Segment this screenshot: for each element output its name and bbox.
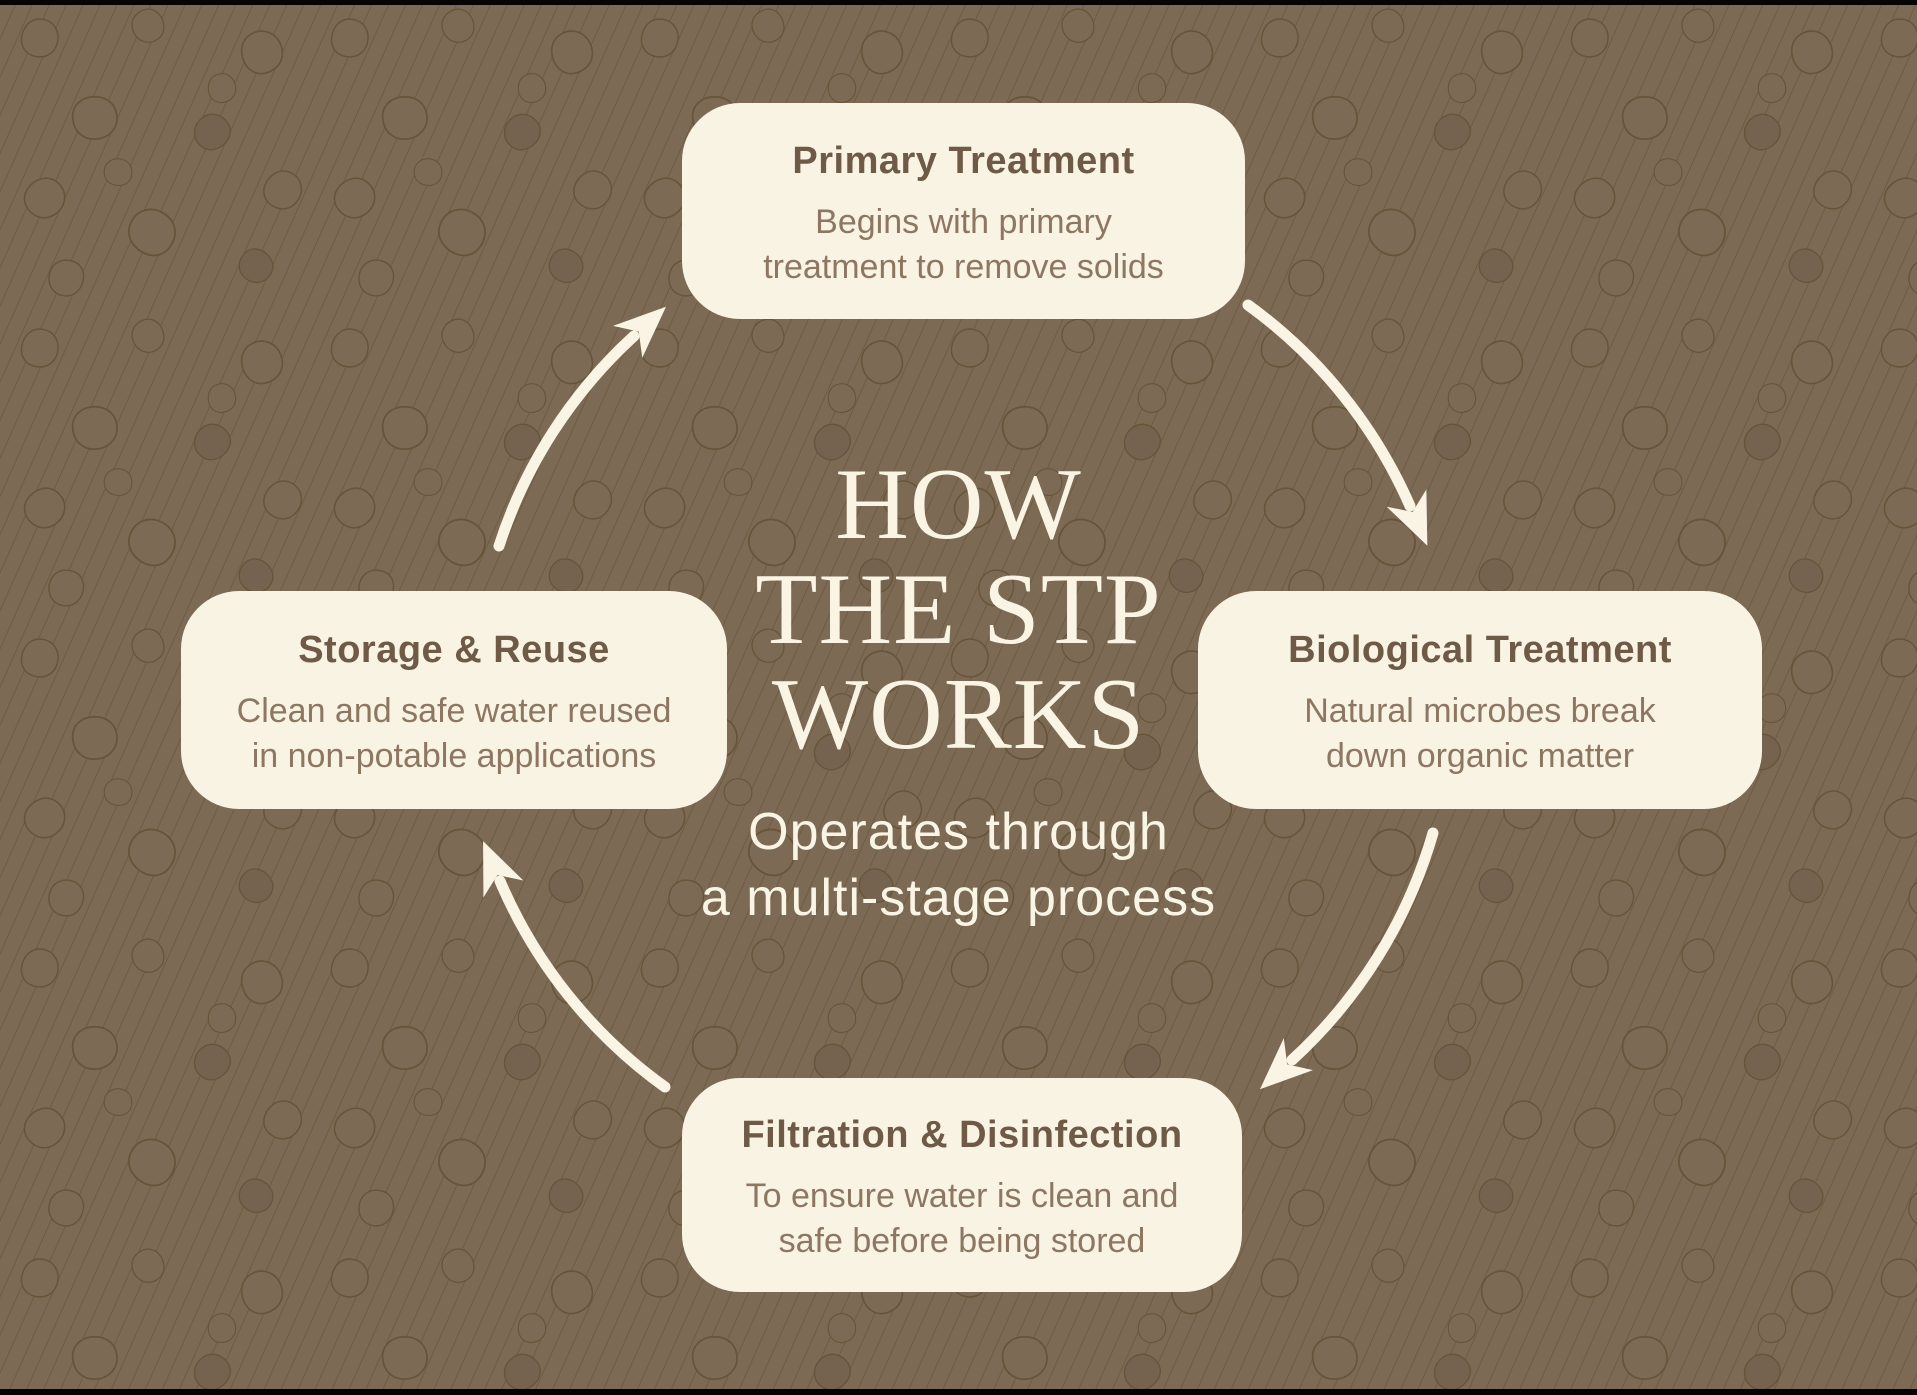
stage-card-biological-treatment: Biological Treatment Natural microbes br… xyxy=(1198,591,1762,809)
stage-description: Natural microbes break down organic matt… xyxy=(1304,689,1655,779)
stage-description-line: Natural microbes break xyxy=(1304,692,1656,731)
stage-title: Filtration & Disinfection xyxy=(741,1114,1183,1157)
main-title-line: WORKS xyxy=(771,658,1146,772)
stage-card-storage-reuse: Storage & Reuse Clean and safe water reu… xyxy=(181,591,727,809)
stage-description-line: Begins with primary xyxy=(815,203,1112,242)
main-subtitle: Operates through a multi-stage process xyxy=(0,800,1917,931)
bottom-letterbox-bar xyxy=(0,1389,1917,1395)
stage-title: Primary Treatment xyxy=(792,140,1135,183)
stage-description-line: safe before being stored xyxy=(778,1222,1146,1260)
main-title-line: THE STP xyxy=(755,553,1162,667)
stage-description-line: To ensure water is clean and xyxy=(745,1177,1179,1216)
stage-card-filtration-disinfection: Filtration & Disinfection To ensure wate… xyxy=(682,1078,1242,1292)
stage-description: Clean and safe water reused in non-potab… xyxy=(237,689,672,779)
stage-description-line: down organic matter xyxy=(1325,737,1635,775)
main-title-line: HOW xyxy=(835,448,1082,561)
top-letterbox-bar xyxy=(0,0,1917,5)
stage-description: To ensure water is clean and safe before… xyxy=(746,1174,1179,1264)
stage-title: Biological Treatment xyxy=(1288,629,1672,672)
main-title: HOW THE STP WORKS xyxy=(0,452,1917,767)
stage-description-line: in non-potable applications xyxy=(251,737,657,775)
stage-card-primary-treatment: Primary Treatment Begins with primary tr… xyxy=(682,103,1245,319)
main-subtitle-line: Operates through xyxy=(748,803,1169,861)
stage-description-line: Clean and safe water reused xyxy=(236,692,672,731)
stage-description: Begins with primary treatment to remove … xyxy=(763,200,1164,290)
stage-description-line: treatment to remove solids xyxy=(763,248,1164,286)
main-subtitle-line: a multi-stage process xyxy=(700,868,1217,927)
stage-title: Storage & Reuse xyxy=(298,629,610,672)
